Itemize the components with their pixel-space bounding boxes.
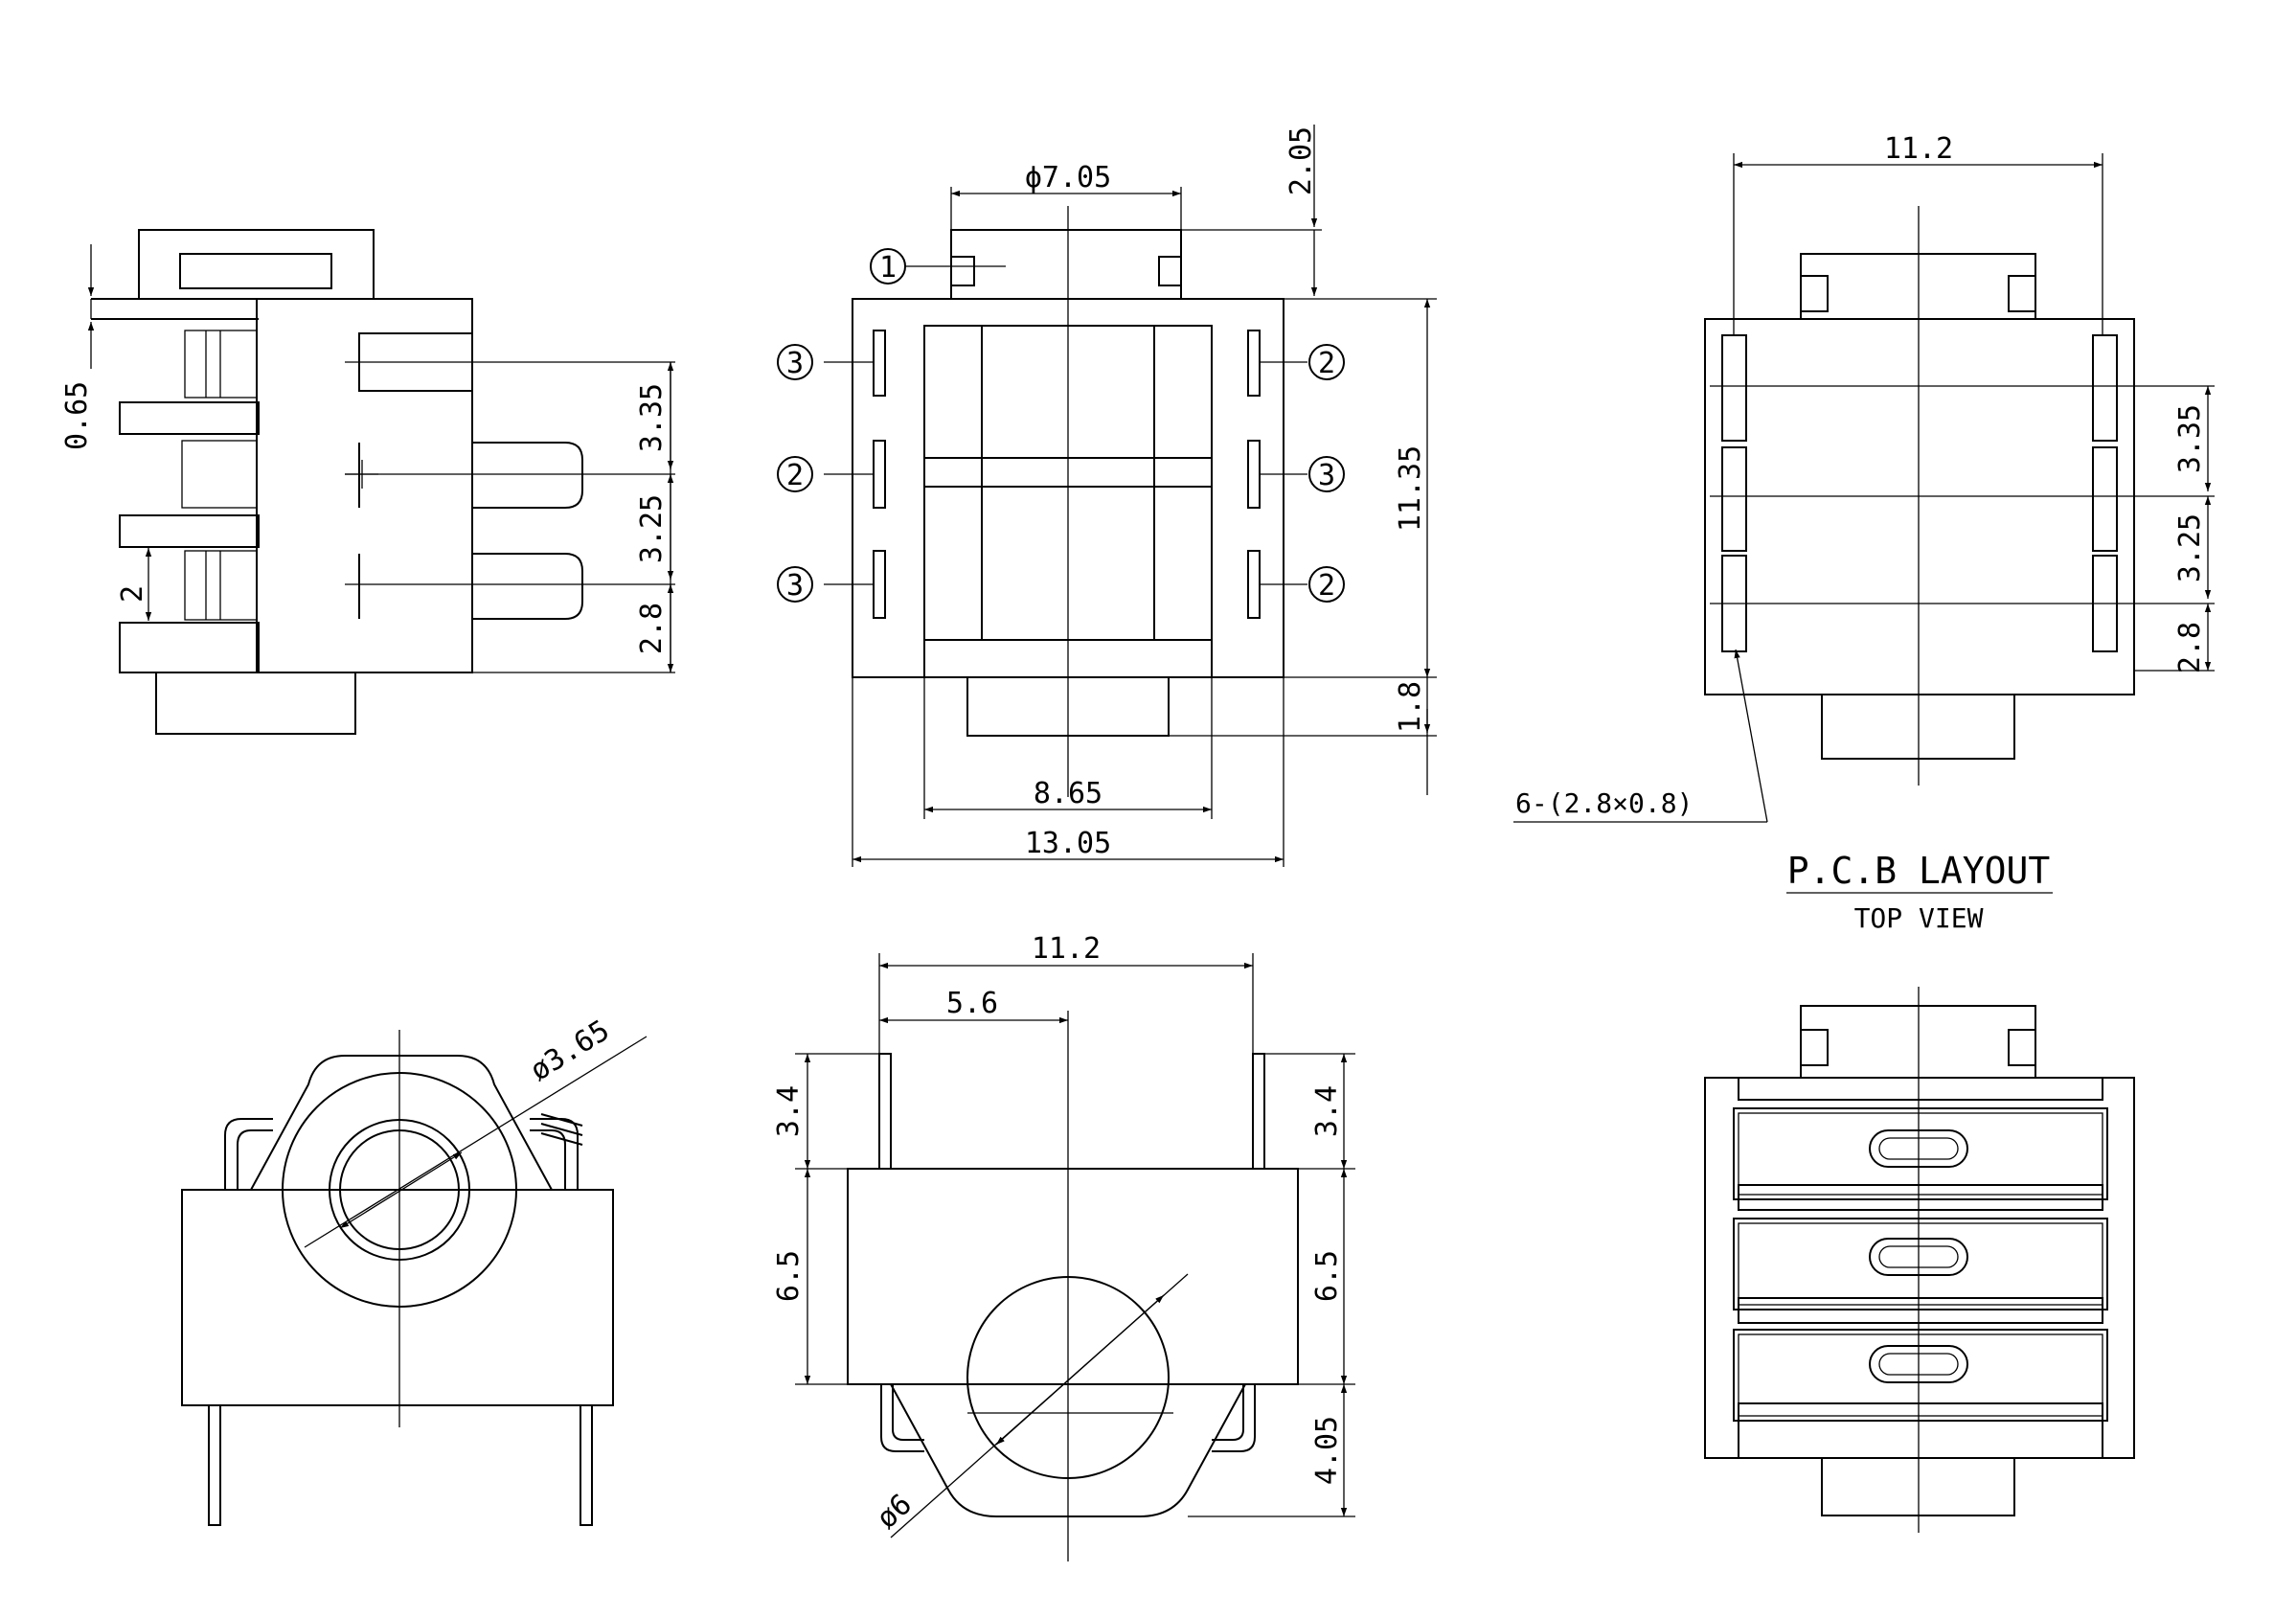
bottom-view: ø6 11.2 5.6 3.4 6.5 3.4 6.5 4.05 (772, 932, 1355, 1561)
side-pitch-a-dim: 3.35 (635, 383, 669, 452)
callout-left-mid: 2 (786, 459, 804, 492)
pcb-pitch-a-dim: 3.35 (2173, 404, 2207, 473)
pcb-layout-subtitle: TOP VIEW (1854, 902, 1984, 934)
pcb-pitch-c-dim: 2.8 (2173, 622, 2207, 673)
pcb-layout-title: P.C.B LAYOUT (1787, 850, 2051, 892)
pcb-pitch-b-dim: 3.25 (2173, 513, 2207, 582)
front-inner-width-dim: 8.65 (1034, 777, 1103, 810)
front-body-height-dim: 11.35 (1394, 445, 1427, 532)
bottom-hole-diameter-dim: ø6 (871, 1488, 919, 1536)
side-top-offset-dim: 0.65 (60, 381, 94, 450)
bottom-left-mid-dim: 6.5 (772, 1250, 806, 1302)
callout-right-top: 2 (1318, 347, 1335, 380)
end-hole-diameter-dim: ø3.65 (524, 1014, 615, 1088)
side-view: 0.65 2 3.35 3.25 2.8 (60, 229, 675, 735)
callout-left-top: 3 (786, 347, 804, 380)
bottom-width-dim: 11.2 (1032, 932, 1101, 966)
pcb-layout-view: 3.35 3.25 2.8 11.2 6-(2.8×0.8) P.C.B LAY… (1513, 132, 2215, 934)
callout-right-bot: 2 (1318, 569, 1335, 603)
bottom-right-bottom-dim: 4.05 (1310, 1416, 1344, 1485)
front-top-height-dim: 2.05 (1284, 126, 1318, 195)
front-view: 1 3 2 3 2 3 2 ϕ7.05 2.05 11.35 1.8 8.65 … (777, 125, 1437, 867)
end-view: ø3.65 (181, 1014, 648, 1526)
callout-right-mid: 3 (1318, 459, 1335, 492)
underside-view (1704, 987, 2135, 1533)
callout-left-bot: 3 (786, 569, 804, 603)
side-pitch-c-dim: 2.8 (635, 603, 669, 654)
bottom-half-width-dim: 5.6 (946, 987, 998, 1020)
bottom-right-mid-dim: 6.5 (1310, 1250, 1344, 1302)
front-body-width-dim: 13.05 (1025, 827, 1111, 860)
side-pin-width-dim: 2 (116, 585, 149, 603)
callout-1: 1 (879, 251, 897, 285)
side-pitch-b-dim: 3.25 (635, 494, 669, 563)
front-bottom-height-dim: 1.8 (1394, 681, 1427, 733)
front-top-diameter-dim: ϕ7.05 (1025, 161, 1111, 194)
bottom-right-top-dim: 3.4 (1310, 1085, 1344, 1137)
pcb-width-dim: 11.2 (1884, 132, 1953, 166)
bottom-left-top-dim: 3.4 (772, 1085, 806, 1137)
pcb-pad-note: 6-(2.8×0.8) (1515, 787, 1693, 819)
